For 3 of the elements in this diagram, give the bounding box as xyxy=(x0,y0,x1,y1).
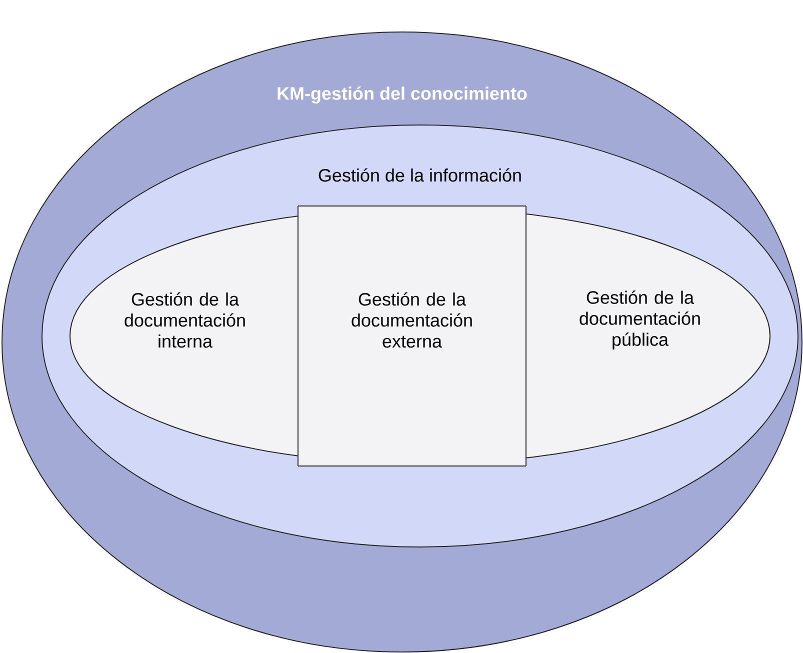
section-label: Gestión de la documentación externa xyxy=(352,292,472,348)
section-label: Gestión de la documentación interna xyxy=(124,292,245,348)
section-label: Gestión de la documentación pública xyxy=(580,290,700,350)
